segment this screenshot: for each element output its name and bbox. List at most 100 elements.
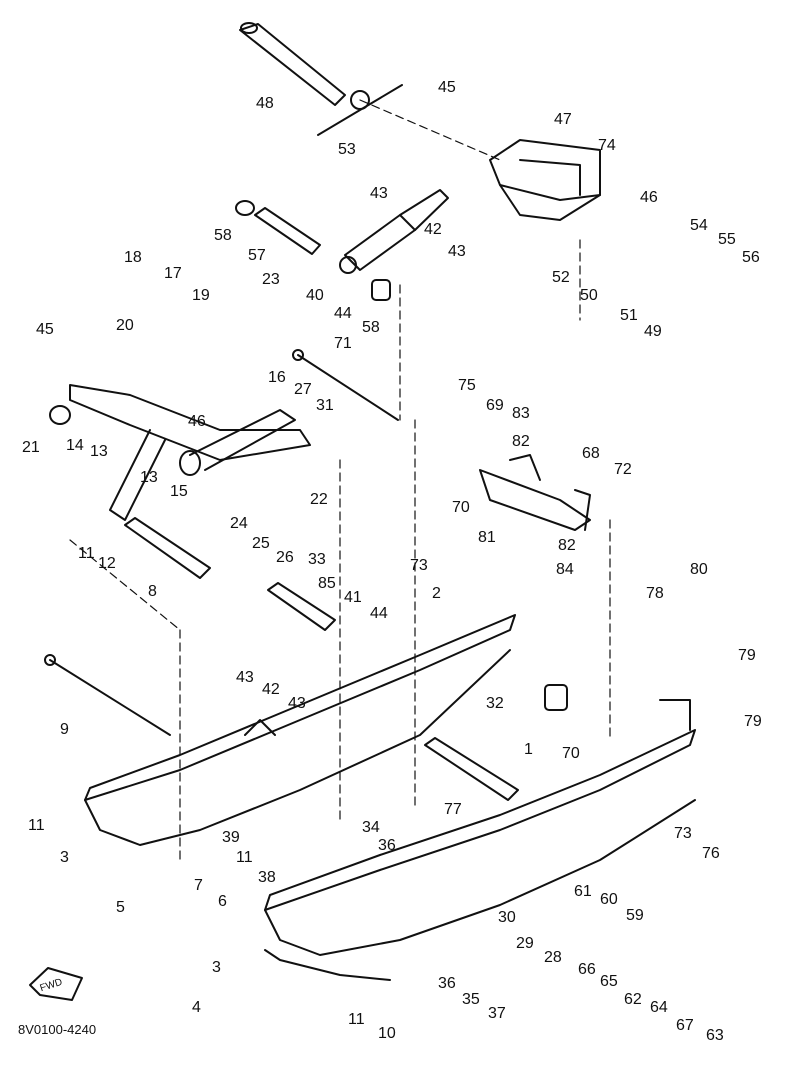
callout-18: 18 bbox=[124, 249, 142, 266]
slide-rail-right bbox=[264, 699, 696, 956]
callout-83: 83 bbox=[512, 405, 530, 422]
callout-42: 42 bbox=[424, 221, 442, 238]
callout-77: 77 bbox=[444, 801, 462, 818]
callout-31: 31 bbox=[316, 397, 334, 414]
callout-63: 63 bbox=[706, 1027, 724, 1044]
callout-43d: 43 bbox=[288, 695, 306, 712]
callout-54: 54 bbox=[690, 217, 708, 234]
callout-72: 72 bbox=[614, 461, 632, 478]
callout-14: 14 bbox=[66, 437, 84, 454]
callout-46b: 46 bbox=[188, 413, 206, 430]
callout-67: 67 bbox=[676, 1017, 694, 1034]
callout-16: 16 bbox=[268, 369, 286, 386]
callout-41: 41 bbox=[344, 589, 362, 606]
callout-35: 35 bbox=[462, 991, 480, 1008]
callout-11b: 11 bbox=[28, 817, 45, 834]
callout-61: 61 bbox=[574, 883, 592, 900]
callout-70b: 70 bbox=[562, 745, 580, 762]
callout-27: 27 bbox=[294, 381, 312, 398]
callout-2: 2 bbox=[432, 585, 441, 602]
callout-38: 38 bbox=[258, 869, 276, 886]
bush-58 bbox=[371, 279, 391, 301]
callout-82: 82 bbox=[512, 433, 530, 450]
rear-bracket-assembly bbox=[479, 454, 591, 531]
callout-52: 52 bbox=[552, 269, 570, 286]
callout-57: 57 bbox=[248, 247, 266, 264]
callout-42b: 42 bbox=[262, 681, 280, 698]
callout-36b: 36 bbox=[438, 975, 456, 992]
callout-43b: 43 bbox=[448, 243, 466, 260]
stopper-32 bbox=[544, 684, 568, 711]
callout-1: 1 bbox=[524, 741, 533, 758]
callout-39: 39 bbox=[222, 829, 240, 846]
callout-21: 21 bbox=[22, 439, 40, 456]
diagram-code: 8V0100-4240 bbox=[18, 1022, 97, 1037]
callout-58: 58 bbox=[214, 227, 232, 244]
callout-56: 56 bbox=[742, 249, 760, 266]
callout-11: 11 bbox=[78, 545, 95, 562]
callout-46: 46 bbox=[640, 189, 658, 206]
callout-73b: 73 bbox=[674, 825, 692, 842]
callout-53: 53 bbox=[338, 141, 356, 158]
callout-64: 64 bbox=[650, 999, 668, 1016]
callout-78: 78 bbox=[646, 585, 664, 602]
callout-82b: 82 bbox=[558, 537, 576, 554]
callout-48: 48 bbox=[256, 95, 274, 112]
callout-50: 50 bbox=[580, 287, 598, 304]
callout-6: 6 bbox=[218, 893, 227, 910]
callout-76: 76 bbox=[702, 845, 720, 862]
shaft-8 bbox=[124, 517, 211, 579]
leader-lines bbox=[69, 99, 611, 861]
callout-19: 19 bbox=[192, 287, 210, 304]
pin-57 bbox=[235, 200, 321, 255]
callout-66: 66 bbox=[578, 961, 596, 978]
callout-12: 12 bbox=[98, 555, 116, 572]
callout-23: 23 bbox=[262, 271, 280, 288]
callout-58b: 58 bbox=[362, 319, 380, 336]
callout-34: 34 bbox=[362, 819, 380, 836]
callout-4: 4 bbox=[192, 999, 201, 1016]
callout-9: 9 bbox=[60, 721, 69, 738]
callout-73: 73 bbox=[410, 557, 428, 574]
callout-36: 36 bbox=[378, 837, 396, 854]
callout-8: 8 bbox=[148, 583, 157, 600]
callout-44b: 44 bbox=[370, 605, 388, 622]
callout-69: 69 bbox=[486, 397, 504, 414]
callout-28: 28 bbox=[544, 949, 562, 966]
callout-60: 60 bbox=[600, 891, 618, 908]
callout-24: 24 bbox=[230, 515, 248, 532]
callout-84: 84 bbox=[556, 561, 574, 578]
shaft-48 bbox=[239, 22, 346, 106]
callout-43: 43 bbox=[370, 185, 388, 202]
callout-3b: 3 bbox=[212, 959, 221, 976]
bolt-9 bbox=[44, 654, 171, 736]
callout-29: 29 bbox=[516, 935, 534, 952]
callout-20: 20 bbox=[116, 317, 134, 334]
callout-37: 37 bbox=[488, 1005, 506, 1022]
shaft-77 bbox=[424, 737, 519, 801]
callout-79: 79 bbox=[738, 647, 756, 664]
callout-13: 13 bbox=[90, 443, 108, 460]
callout-3: 3 bbox=[60, 849, 69, 866]
callout-71: 71 bbox=[334, 335, 352, 352]
callout-44: 44 bbox=[334, 305, 352, 322]
callout-47: 47 bbox=[554, 111, 572, 128]
callout-62: 62 bbox=[624, 991, 642, 1008]
callout-25: 25 bbox=[252, 535, 270, 552]
callout-79b: 79 bbox=[744, 713, 762, 730]
callout-5: 5 bbox=[116, 899, 125, 916]
bolt-71 bbox=[292, 349, 399, 421]
callout-49: 49 bbox=[644, 323, 662, 340]
callout-45: 45 bbox=[438, 79, 456, 96]
callout-51: 51 bbox=[620, 307, 638, 324]
callout-10: 10 bbox=[378, 1025, 396, 1042]
callout-13b: 13 bbox=[140, 469, 158, 486]
callout-40: 40 bbox=[306, 287, 324, 304]
callout-43c: 43 bbox=[236, 669, 254, 686]
callout-45b: 45 bbox=[36, 321, 54, 338]
shaft-33 bbox=[267, 582, 336, 631]
bracket-47 bbox=[489, 139, 601, 221]
collar-53 bbox=[317, 84, 403, 136]
callout-75: 75 bbox=[458, 377, 476, 394]
